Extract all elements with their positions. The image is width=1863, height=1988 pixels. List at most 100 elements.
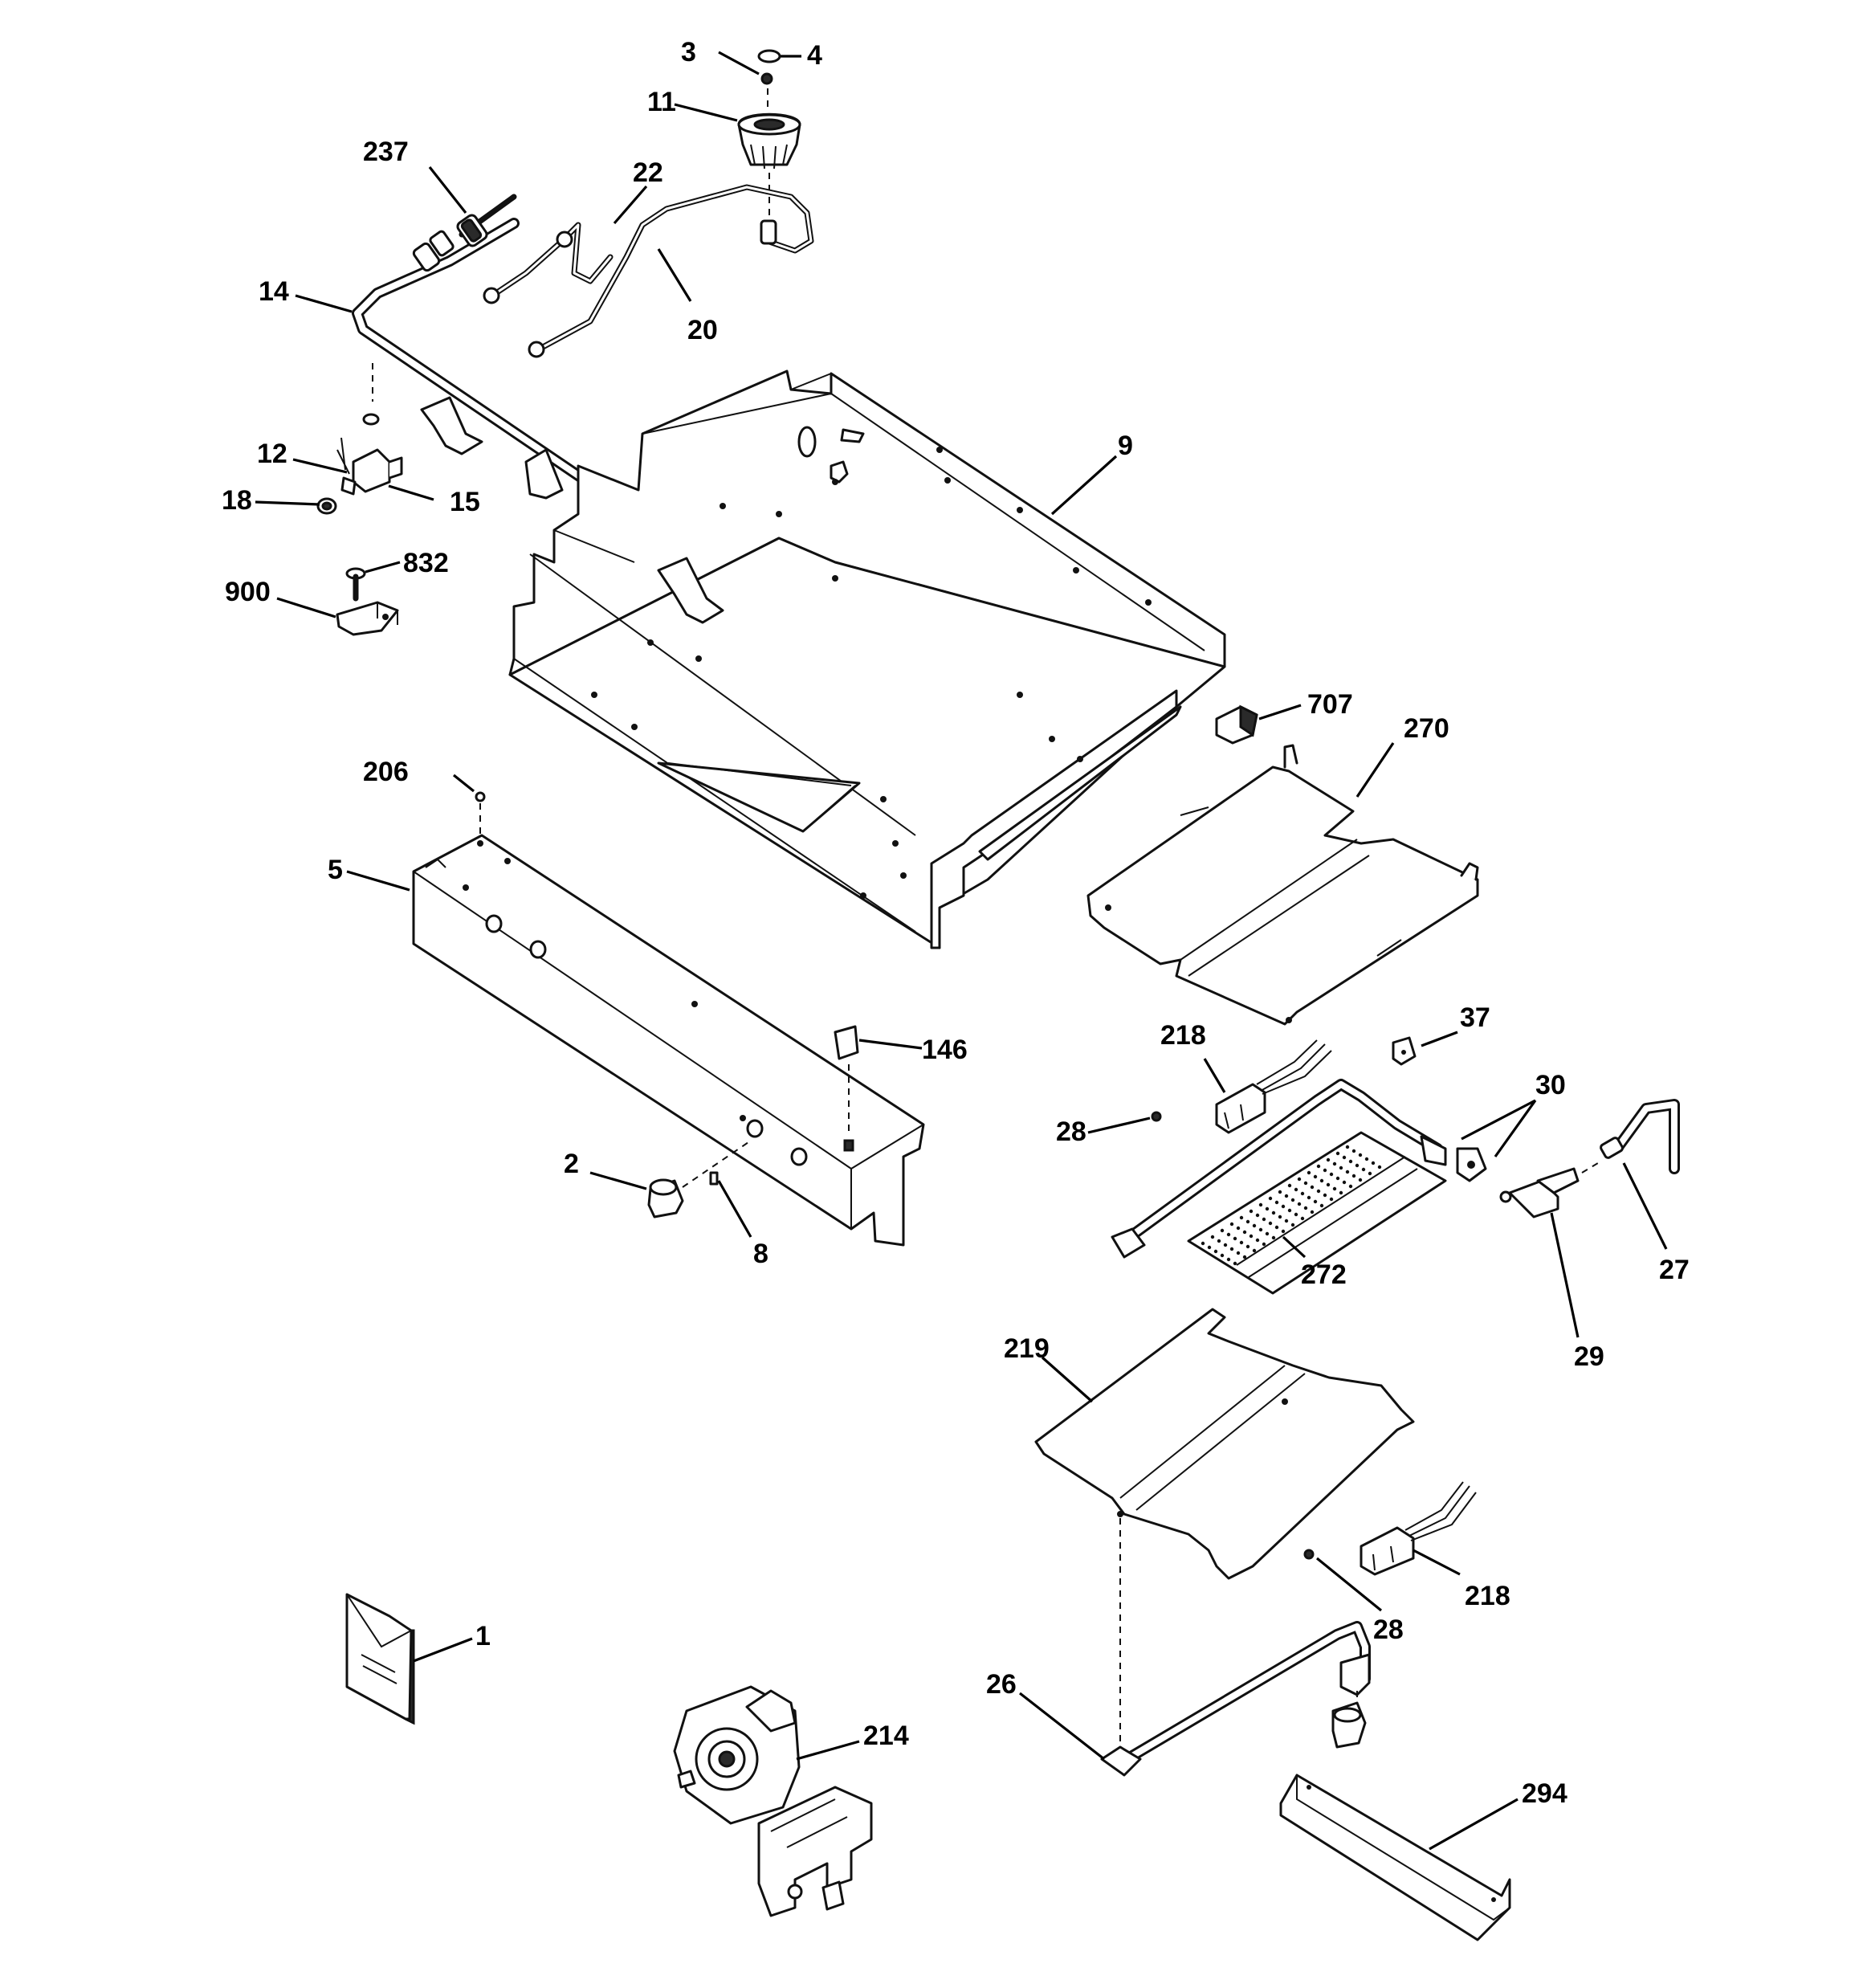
grid-hole <box>1345 1170 1350 1174</box>
grid-hole <box>1229 1222 1234 1227</box>
grid-hole <box>1300 1216 1305 1221</box>
grid-hole <box>1226 1257 1231 1262</box>
shield-219 <box>1034 1308 1415 1743</box>
grid-hole <box>1245 1219 1250 1224</box>
grid-hole <box>1281 1229 1286 1234</box>
callout-30: 30 <box>1535 1070 1566 1100</box>
callout-3: 3 <box>681 37 696 67</box>
grid-hole <box>1300 1191 1305 1196</box>
regulator-214 <box>673 1685 873 1917</box>
grid-hole <box>1255 1213 1260 1218</box>
grid-hole <box>1226 1232 1231 1237</box>
grid-hole <box>1364 1157 1369 1161</box>
grid-hole <box>1284 1219 1289 1223</box>
manifold-pipe <box>352 194 782 616</box>
callout-2: 2 <box>564 1149 579 1179</box>
grid-perforations <box>1201 1145 1382 1266</box>
grid-hole <box>1323 1193 1327 1198</box>
grid-hole <box>1294 1187 1298 1192</box>
grid-hole <box>1281 1204 1286 1209</box>
grid-hole <box>1316 1189 1321 1194</box>
grid-hole <box>1262 1217 1266 1222</box>
callout-294: 294 <box>1522 1778 1567 1809</box>
grid-hole <box>1332 1186 1337 1191</box>
callout-272: 272 <box>1301 1259 1347 1290</box>
grid-hole <box>1332 1161 1337 1166</box>
grid-hole <box>1255 1238 1260 1243</box>
grid-hole <box>1297 1202 1302 1206</box>
callout-214: 214 <box>863 1721 909 1751</box>
grid-hole <box>1319 1178 1324 1183</box>
grid-hole <box>1239 1215 1244 1220</box>
grid-hole <box>1294 1212 1298 1217</box>
callout-28-upper: 28 <box>1056 1116 1086 1147</box>
grid-hole <box>1339 1165 1343 1170</box>
callout-1: 1 <box>475 1621 491 1651</box>
grid-hole <box>1307 1195 1311 1200</box>
grid-hole <box>1319 1203 1324 1208</box>
callout-832: 832 <box>403 548 449 578</box>
grid-hole <box>1316 1164 1321 1169</box>
callout-11: 11 <box>647 87 676 117</box>
grid-hole <box>1361 1167 1366 1172</box>
grid-hole <box>1329 1197 1334 1202</box>
grid-hole <box>1249 1234 1254 1239</box>
grid-hole <box>1326 1182 1331 1187</box>
grid-hole <box>1265 1231 1270 1236</box>
burner-head-part <box>737 49 801 215</box>
callout-15: 15 <box>450 487 480 517</box>
literature-envelope-1 <box>345 1593 415 1725</box>
grid-hole <box>1268 1221 1273 1226</box>
callout-12: 12 <box>257 439 287 469</box>
grid-hole <box>1217 1239 1221 1243</box>
grid-hole <box>1233 1261 1237 1266</box>
callout-20: 20 <box>687 315 718 345</box>
igniter-218-lower <box>1360 1481 1477 1576</box>
grid-hole <box>1313 1174 1318 1179</box>
grid-hole <box>1368 1171 1372 1176</box>
callout-4: 4 <box>807 40 822 71</box>
burner-grid-272 <box>1187 1131 1447 1295</box>
grid-hole <box>1290 1223 1295 1227</box>
callout-270: 270 <box>1404 713 1449 744</box>
grid-hole <box>1278 1214 1282 1219</box>
valve-assembly <box>316 363 403 515</box>
bake-burner-upper <box>1111 1079 1487 1259</box>
grid-hole <box>1262 1242 1266 1247</box>
callout-206: 206 <box>363 757 409 787</box>
screw-28-lower <box>1303 1549 1315 1560</box>
bracket-900 <box>336 567 399 636</box>
grid-hole <box>1223 1243 1228 1247</box>
grid-hole <box>1303 1181 1308 1186</box>
grid-hole <box>1278 1190 1282 1194</box>
grid-hole <box>1271 1235 1276 1240</box>
grid-hole <box>1348 1184 1353 1189</box>
clip-146 <box>834 1025 859 1137</box>
grid-hole <box>1249 1209 1254 1214</box>
leader-lines <box>255 51 1668 1851</box>
grid-hole <box>1377 1165 1382 1170</box>
grid-hole <box>1345 1145 1350 1149</box>
grid-hole <box>1284 1194 1289 1198</box>
grid-hole <box>1335 1151 1340 1156</box>
grid-hole <box>1229 1247 1234 1251</box>
grid-hole <box>1271 1210 1276 1215</box>
grid-hole <box>1310 1210 1315 1214</box>
grid-hole <box>1351 1149 1356 1153</box>
callout-28-lower: 28 <box>1373 1614 1404 1645</box>
broil-burner-26 <box>1100 1621 1371 1777</box>
grid-hole <box>1233 1236 1237 1241</box>
grid-hole <box>1326 1157 1331 1162</box>
callout-5: 5 <box>328 855 343 885</box>
callout-27: 27 <box>1659 1255 1690 1285</box>
tab-37 <box>1392 1036 1417 1066</box>
callout-8: 8 <box>753 1239 768 1269</box>
callout-18: 18 <box>222 485 252 516</box>
screw-28-upper <box>1151 1111 1162 1122</box>
grid-hole <box>1236 1251 1241 1255</box>
grid-hole <box>1265 1206 1270 1211</box>
grid-hole <box>1220 1253 1225 1258</box>
grid-hole <box>1274 1225 1279 1230</box>
callout-707: 707 <box>1307 689 1353 720</box>
